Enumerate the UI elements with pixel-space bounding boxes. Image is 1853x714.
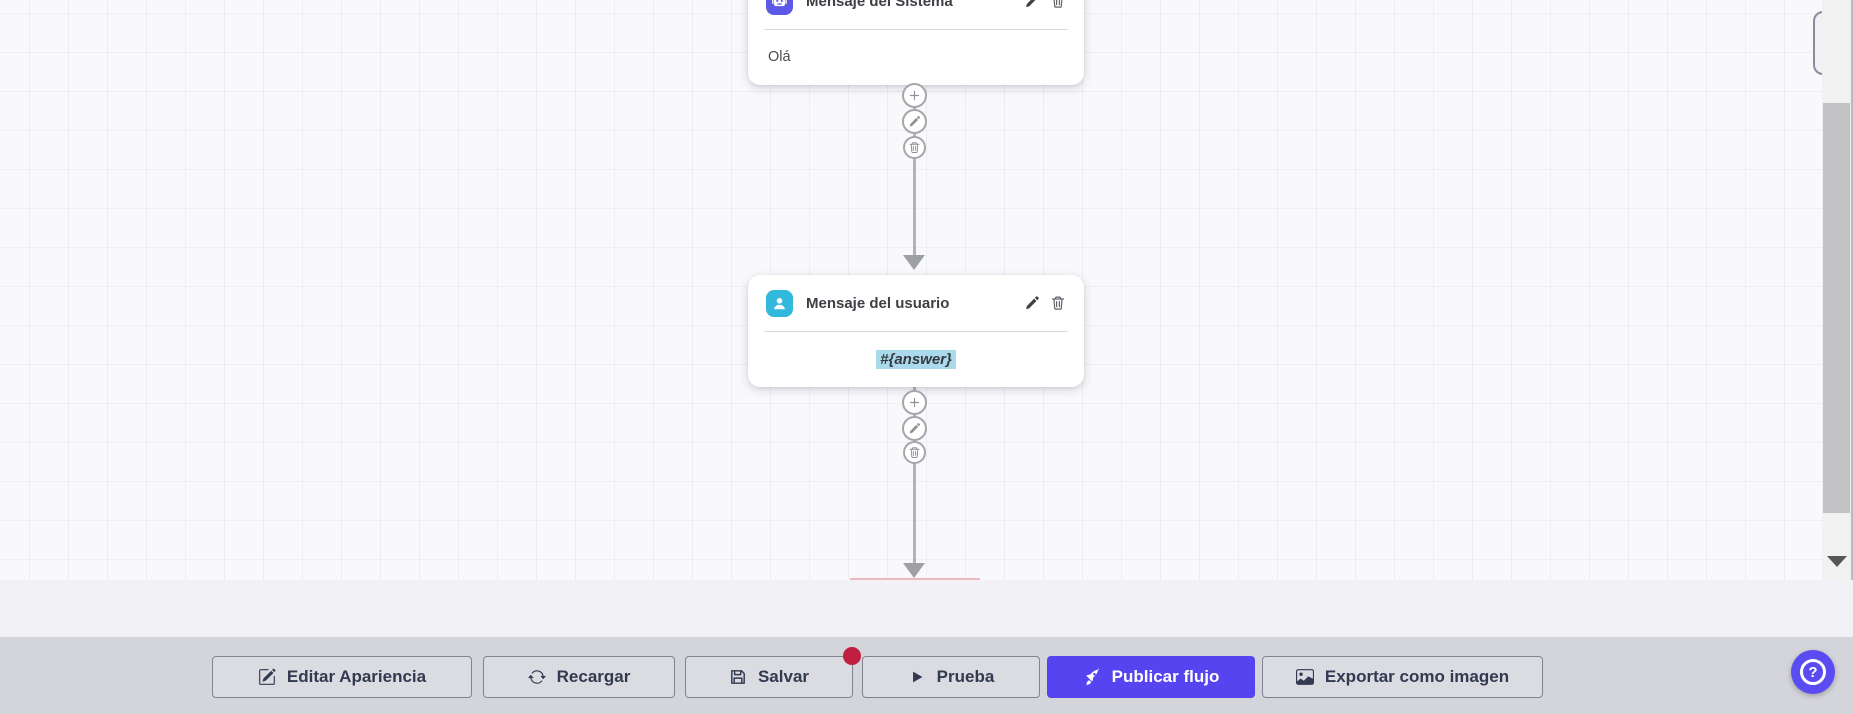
save-icon: [731, 670, 745, 684]
edit-square-icon: [259, 668, 276, 685]
delete-connection-button[interactable]: [903, 136, 926, 159]
play-icon: [912, 671, 923, 683]
canvas-footer-band: [0, 580, 1853, 637]
node-body: Olá: [748, 30, 1084, 84]
button-label: Recargar: [556, 667, 631, 686]
image-icon: [1295, 669, 1314, 685]
question-mark: ?: [1808, 663, 1818, 681]
bottom-toolbar: Editar Apariencia Salvar Recargar Salvar…: [0, 637, 1853, 714]
edit-node-icon[interactable]: [1024, 295, 1040, 311]
edit-connection-button[interactable]: [902, 416, 927, 441]
delete-connection-button[interactable]: [903, 441, 926, 464]
node-title: Mensaje del usuario: [806, 294, 950, 312]
button-label: Salvar: [757, 667, 810, 686]
button-label: Publicar flujo: [1111, 667, 1220, 686]
question-circle-icon: ?: [1800, 659, 1826, 685]
trash-icon[interactable]: [1050, 0, 1066, 9]
node-divider: [764, 29, 1068, 30]
trash-icon[interactable]: [1050, 295, 1066, 311]
node-header: Mensaje del Sistema: [748, 0, 1084, 29]
node-header: Mensaje del usuario: [748, 275, 1084, 331]
add-node-button[interactable]: [902, 390, 927, 415]
edit-node-icon[interactable]: [1024, 0, 1040, 9]
robot-icon: [766, 0, 793, 15]
node-title: Mensaje del Sistema: [806, 0, 953, 10]
help-button[interactable]: ?: [1791, 650, 1835, 694]
user-icon: [766, 289, 793, 317]
button-label: Prueba: [936, 667, 995, 686]
connector-arrowhead: [903, 563, 925, 578]
scrollbar-down-arrow[interactable]: [1827, 556, 1847, 567]
vertical-scrollbar-thumb[interactable]: [1823, 103, 1850, 513]
refresh-icon: [527, 670, 546, 684]
connector-line: [913, 84, 916, 256]
unsaved-changes-badge: [843, 647, 861, 665]
edit-connection-button[interactable]: [902, 109, 927, 134]
add-node-button[interactable]: [902, 83, 927, 108]
rocket-icon: [1086, 668, 1100, 685]
node-card-system-message[interactable]: Mensaje del Sistema Olá: [748, 0, 1084, 85]
node-body: #{answer}: [748, 332, 1084, 386]
next-node-top-edge: [850, 578, 980, 580]
button-label: Editar Apariencia: [286, 667, 427, 686]
variable-chip: #{answer}: [876, 349, 956, 369]
reload-button[interactable]: Salvar Recargar: [483, 656, 675, 698]
publish-flow-button[interactable]: Publicar flujo: [1047, 656, 1255, 698]
connector-line: [913, 386, 916, 564]
node-body-text: Olá: [768, 49, 791, 65]
flow-canvas[interactable]: Mensaje del Sistema Olá: [0, 0, 1853, 580]
edit-appearance-button[interactable]: Editar Apariencia: [212, 656, 472, 698]
window-edge: [1851, 0, 1853, 714]
node-card-user-message[interactable]: Mensaje del usuario #{answer}: [748, 275, 1084, 387]
save-button[interactable]: Salvar: [685, 656, 853, 698]
button-label: Exportar como imagen: [1324, 667, 1510, 686]
export-image-button[interactable]: Exportar como imagen: [1262, 656, 1543, 698]
test-button[interactable]: Prueba: [862, 656, 1040, 698]
node-divider: [764, 331, 1068, 332]
connector-arrowhead: [903, 255, 925, 270]
